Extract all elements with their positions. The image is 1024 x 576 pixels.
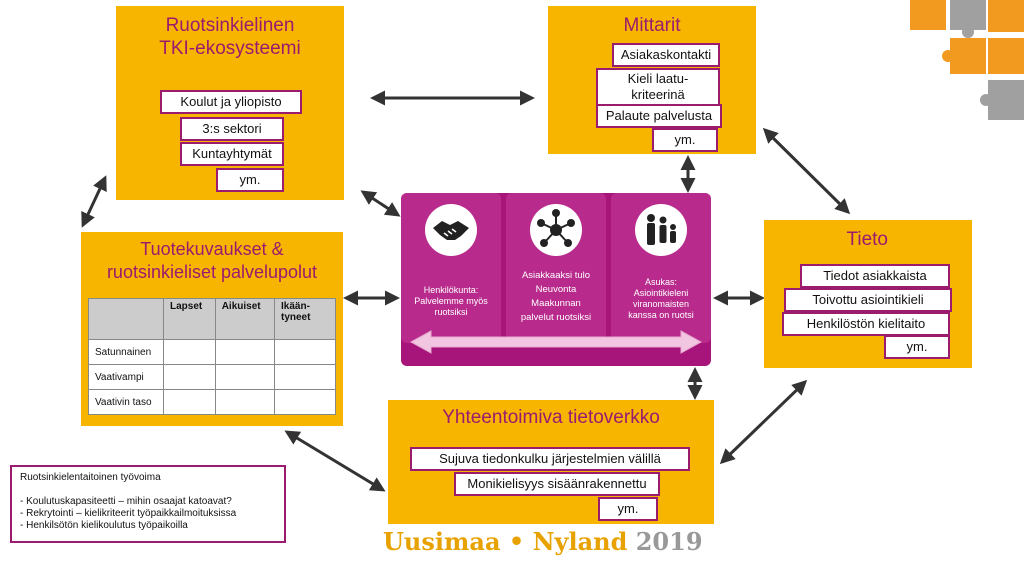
verkko-item-3: ym. bbox=[598, 497, 658, 521]
tuote-title: Tuotekuvaukset & ruotsinkieliset palvelu… bbox=[106, 239, 318, 282]
brand-name: Uusimaa bbox=[383, 527, 501, 556]
mittarit-title: Mittarit bbox=[623, 15, 681, 36]
tki-item-3: Kuntayhtymät bbox=[180, 142, 284, 166]
row-label: Vaativin taso bbox=[88, 389, 164, 415]
table-header-row: Lapset Aikuiset Ikään-tyneet bbox=[88, 298, 336, 340]
note-line: - Rekrytointi – kielikriteerit työpaikka… bbox=[20, 508, 237, 519]
family-icon bbox=[635, 204, 687, 256]
resident-center-block: Henkilökunta: Palvelemme myös ruotsiksi … bbox=[401, 193, 711, 366]
note-title: Ruotsinkielentaitoinen työvoima bbox=[20, 472, 161, 483]
mittarit-item-2: Kieli laatu-kriteerinä bbox=[596, 68, 720, 106]
mittarit-item-3: Palaute palvelusta bbox=[596, 104, 722, 128]
tieto-item-3: Henkilöstön kielitaito bbox=[782, 312, 950, 336]
table-header-cell: Ikään-tyneet bbox=[274, 298, 336, 340]
mittarit-item-4: ym. bbox=[652, 128, 718, 152]
service-path-table: Lapset Aikuiset Ikään-tyneet Satunnainen… bbox=[88, 298, 336, 415]
arrow-tki-tuote bbox=[81, 175, 107, 228]
tieto-title: Tieto bbox=[846, 229, 888, 250]
brand-logo: Uusimaa • Nyland 2019 bbox=[383, 527, 703, 556]
brand-year: 2019 bbox=[635, 527, 703, 556]
table-row: Vaativin taso bbox=[88, 389, 336, 415]
note-line: - Koulutuskapasiteetti – mihin osaajat k… bbox=[20, 496, 232, 507]
network-icon bbox=[530, 204, 582, 256]
verkko-item-1: Sujuva tiedonkulku järjestelmien välillä bbox=[410, 447, 690, 471]
brand-separator: • bbox=[508, 527, 525, 556]
double-arrow bbox=[409, 330, 703, 354]
mittarit-item-1: Asiakaskontakti bbox=[612, 43, 720, 67]
row-label: Vaativampi bbox=[88, 364, 164, 390]
tuote-panel: Tuotekuvaukset & ruotsinkieliset palvelu… bbox=[81, 232, 343, 426]
center-column-client: Asiakkaaksi tulo Neuvonta Maakunnan palv… bbox=[506, 193, 606, 343]
row-label: Satunnainen bbox=[88, 339, 164, 365]
center-text-client: Asiakkaaksi tulo Neuvonta Maakunnan palv… bbox=[520, 270, 592, 323]
center-column-staff: Henkilökunta: Palvelemme myös ruotsiksi bbox=[401, 193, 501, 343]
tki-title: Ruotsinkielinen TKI-ekosysteemi bbox=[159, 15, 301, 59]
table-header-cell bbox=[88, 298, 164, 340]
table-row: Satunnainen bbox=[88, 339, 336, 365]
verkko-title: Yhteentoimiva tietoverkko bbox=[442, 407, 660, 428]
workforce-note: Ruotsinkielentaitoinen työvoima - Koulut… bbox=[10, 465, 286, 543]
mittarit-panel: Mittarit Asiakaskontakti Kieli laatu-kri… bbox=[548, 6, 756, 154]
table-header-cell: Lapset bbox=[163, 298, 216, 340]
tki-item-2: 3:s sektori bbox=[180, 117, 284, 141]
tieto-item-1: Tiedot asiakkaista bbox=[800, 264, 950, 288]
tieto-item-4: ym. bbox=[884, 335, 950, 359]
center-text-staff: Henkilökunta: Palvelemme myös ruotsiksi bbox=[414, 285, 488, 317]
verkko-item-2: Monikielisyys sisäänrakennettu bbox=[454, 472, 660, 496]
table-row: Vaativampi bbox=[88, 364, 336, 390]
tki-item-4: ym. bbox=[216, 168, 284, 192]
center-column-resident: Asukas: Asiointikieleni viranomaisten ka… bbox=[611, 193, 711, 343]
arrow-tuote-verkko bbox=[284, 430, 386, 492]
center-text-resident: Asukas: Asiointikieleni viranomaisten ka… bbox=[628, 277, 694, 320]
tieto-item-2: Toivottu asiointikieli bbox=[784, 288, 952, 312]
tieto-panel: Tieto Tiedot asiakkaista Toivottu asioin… bbox=[764, 220, 972, 368]
arrow-tieto-verkko bbox=[719, 379, 808, 465]
tki-panel: Ruotsinkielinen TKI-ekosysteemi Koulut j… bbox=[116, 6, 344, 200]
table-header-cell: Aikuiset bbox=[214, 298, 276, 340]
verkko-panel: Yhteentoimiva tietoverkko Sujuva tiedonk… bbox=[388, 400, 714, 524]
handshake-icon bbox=[425, 204, 477, 256]
note-line: - Henkilsötön kielikoulutus työpaikoilla bbox=[20, 520, 188, 531]
arrow-tki-center bbox=[360, 190, 401, 217]
arrow-mittarit-tieto bbox=[762, 127, 851, 215]
tki-item-1: Koulut ja yliopisto bbox=[160, 90, 302, 114]
brand-name-2: Nyland bbox=[532, 527, 628, 556]
